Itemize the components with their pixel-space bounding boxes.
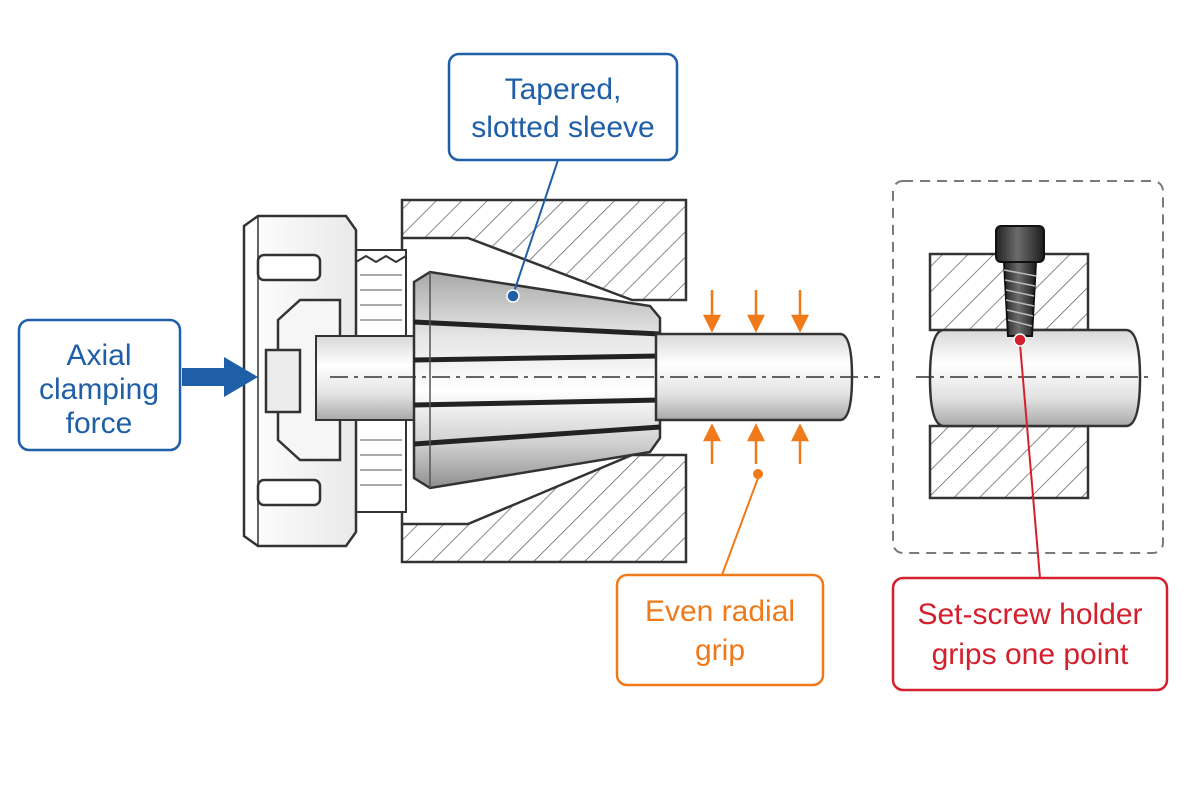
setscrew-line1: Set-screw holder <box>917 598 1142 631</box>
set-screw-holder-detail <box>892 180 1164 554</box>
sleeve-callout-box <box>447 52 679 162</box>
radial-line2: grip <box>695 634 745 667</box>
sleeve-leader <box>513 159 559 293</box>
axial-force-arrow <box>182 357 258 397</box>
setscrew-leader <box>1019 343 1041 579</box>
axial-line2: clamping <box>39 373 159 406</box>
setscrew-contact-dot <box>1013 333 1027 347</box>
radial-leader-dot <box>753 469 763 479</box>
sleeve-line1: Tapered, <box>505 73 622 106</box>
axial-line1: Axial <box>66 339 131 372</box>
tapered-slotted-collet <box>412 270 662 490</box>
sleeve-line2: slotted sleeve <box>471 111 654 144</box>
setscrew-line2: grips one point <box>932 638 1129 671</box>
collet-chuck-assembly <box>242 198 880 564</box>
radial-callout: Even radial grip <box>615 469 825 687</box>
setscrew-shank <box>928 328 1142 428</box>
setscrew-callout: Set-screw holder grips one point <box>891 333 1169 692</box>
sleeve-callout: Tapered, slotted sleeve <box>447 52 679 303</box>
radial-callout-box <box>615 573 825 687</box>
axial-callout: Axial clamping force <box>17 318 258 452</box>
collet-shank <box>315 335 427 421</box>
axial-line3: force <box>66 407 133 440</box>
dashed-detail-frame <box>892 180 1164 554</box>
setscrew-callout-box <box>891 576 1169 692</box>
sleeve-leader-dot <box>506 289 520 303</box>
set-screw <box>995 225 1045 337</box>
radial-line1: Even radial <box>645 595 795 628</box>
radial-leader <box>721 477 759 576</box>
axial-callout-box <box>17 318 182 452</box>
radial-grip-arrows <box>702 290 810 464</box>
